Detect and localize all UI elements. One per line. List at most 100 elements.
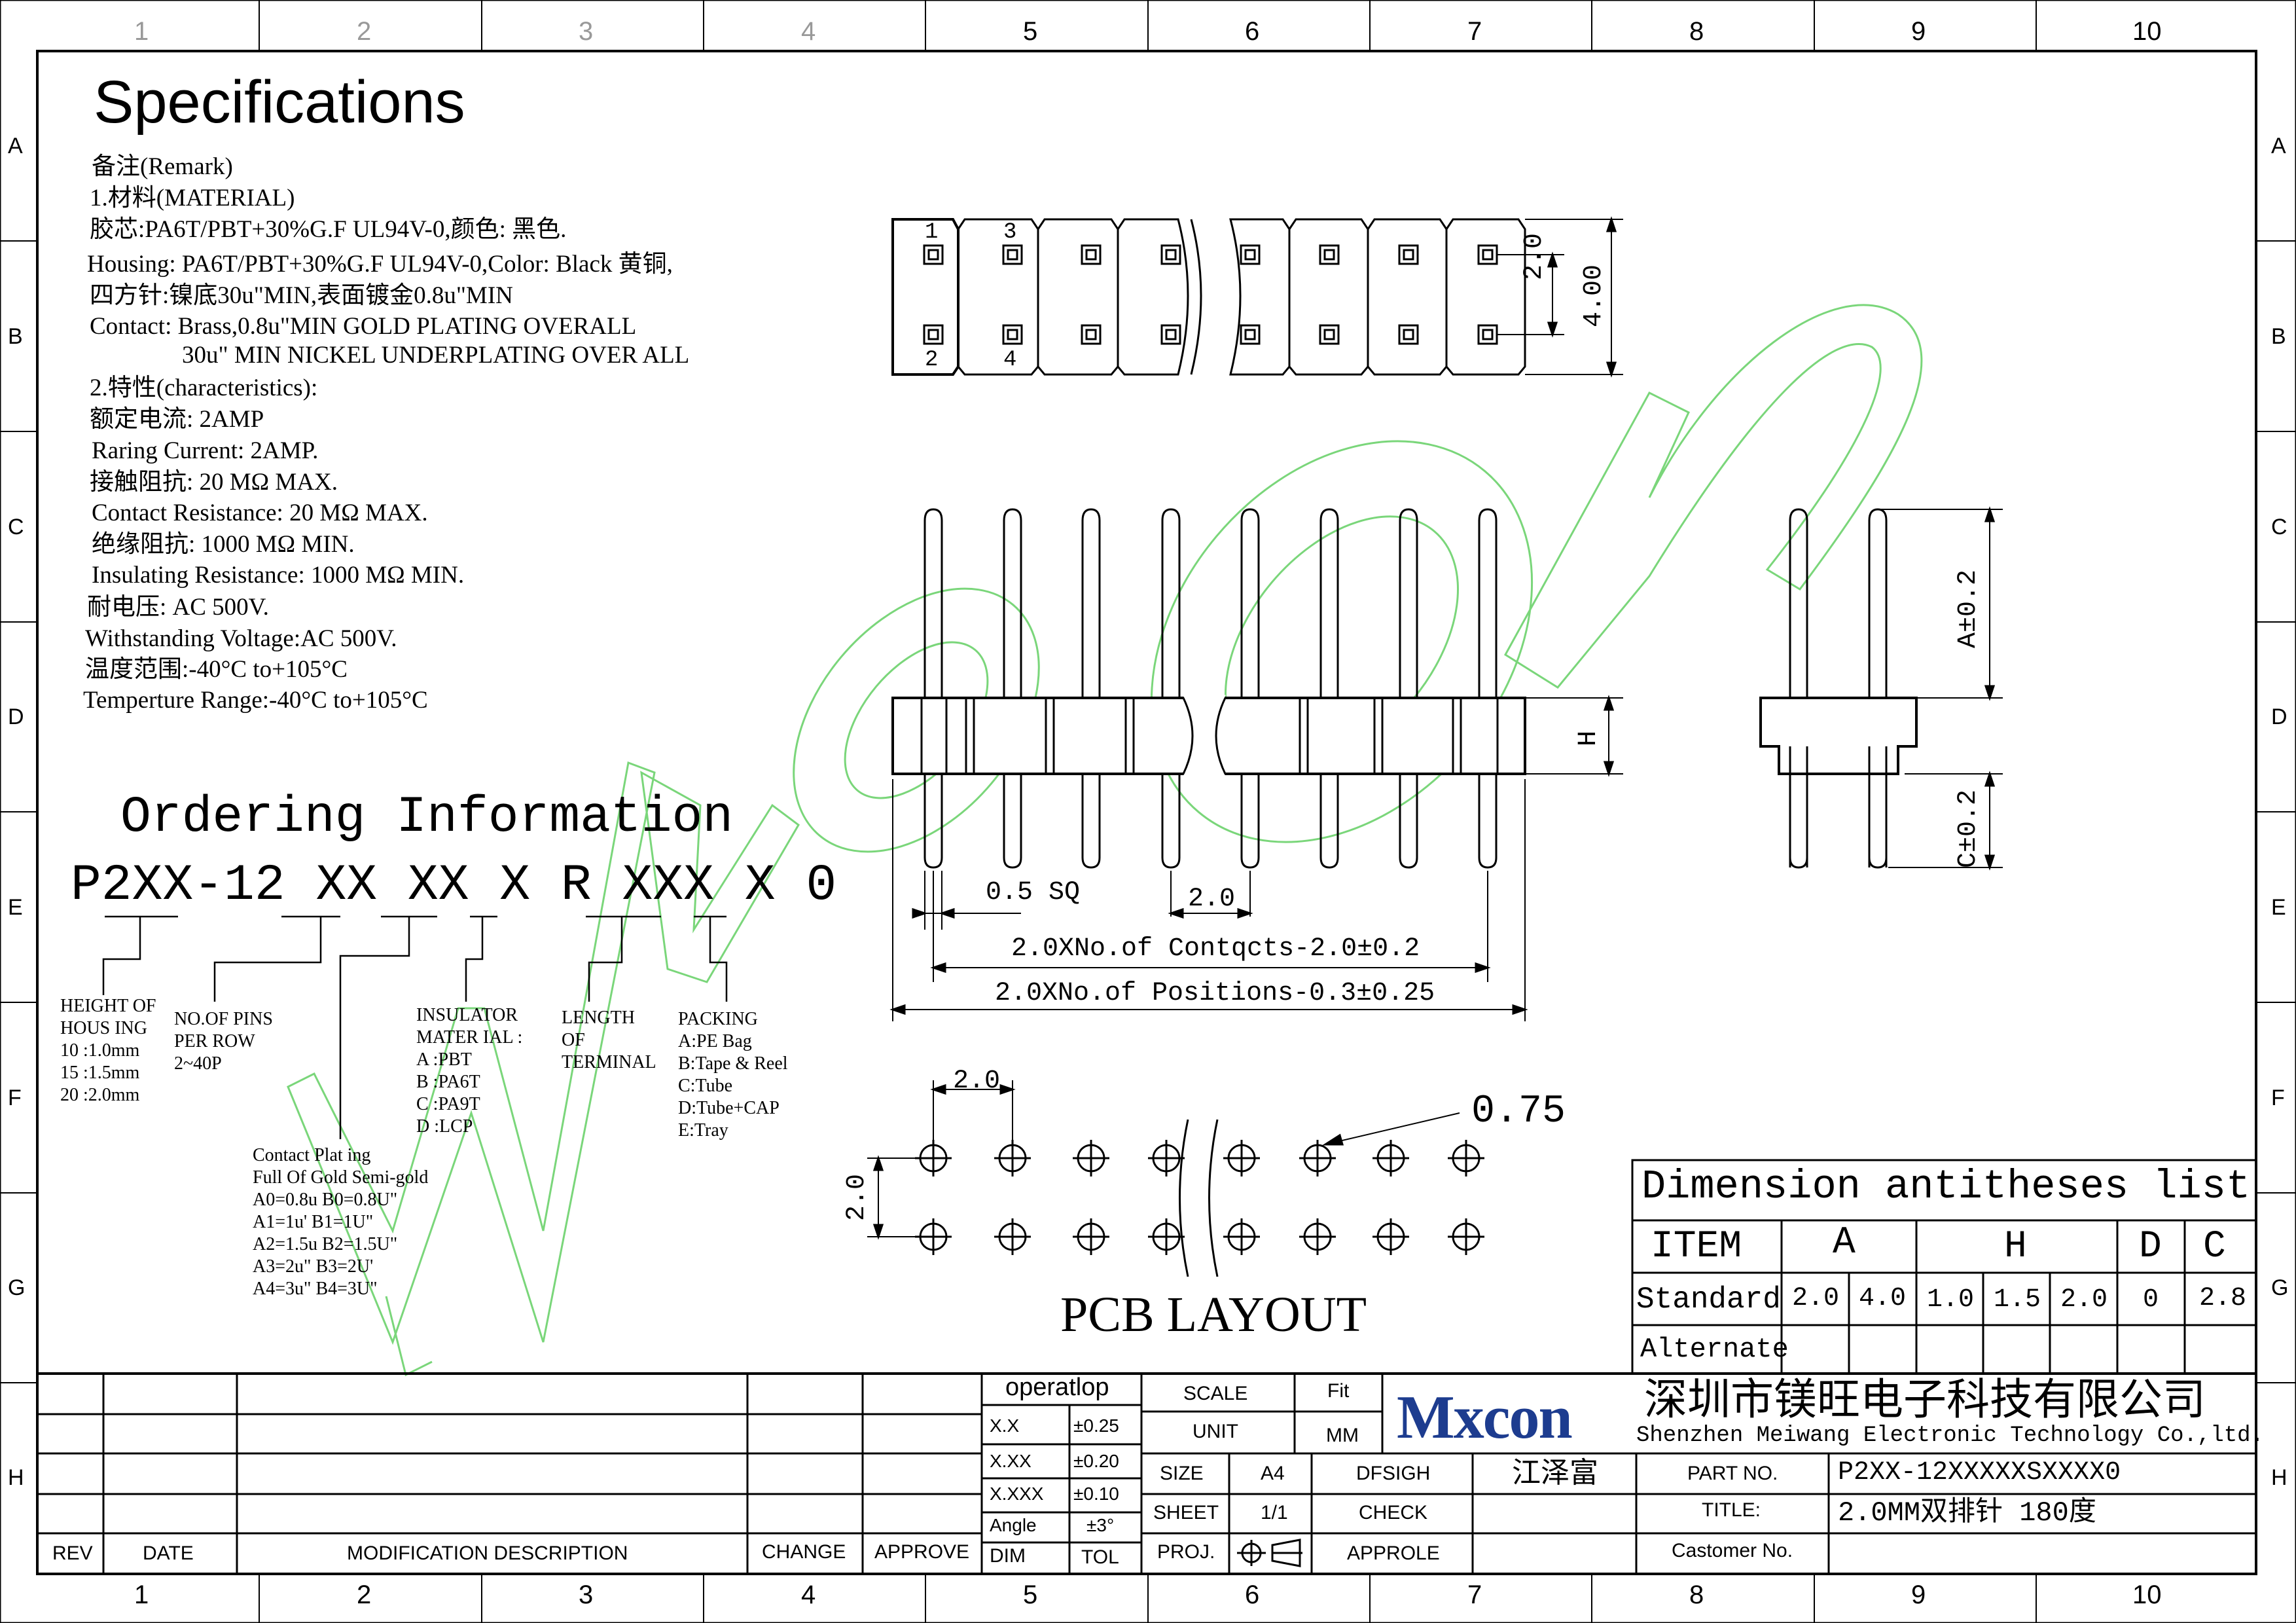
pin-number: 1: [925, 220, 939, 245]
col-number: 8: [1689, 1580, 1704, 1609]
row-label: Standard: [1636, 1283, 1781, 1317]
spec-line: 1.材料(MATERIAL): [90, 185, 295, 211]
row-letter: G: [2271, 1275, 2289, 1300]
legend-line: 15 :1.5mm: [60, 1063, 140, 1083]
legend-line: PER ROW: [174, 1031, 255, 1051]
legend-line: B :PA6T: [416, 1072, 480, 1092]
row-letter: H: [2271, 1465, 2287, 1490]
col-number: 9: [1911, 1580, 1926, 1609]
col-number: 10: [2132, 17, 2162, 46]
legend-line: OF: [562, 1030, 585, 1050]
dim-label: C±0.2: [1954, 789, 1983, 868]
col-number: 7: [1467, 1580, 1482, 1609]
sheet-value: 1/1: [1261, 1502, 1288, 1523]
legend-line: A0=0.8u B0=0.8U": [253, 1190, 398, 1210]
col-number: 6: [1245, 17, 1260, 46]
packing-legend: PACKING A:PE Bag B:Tape & Reel C:Tube D:…: [678, 1008, 788, 1142]
row-letter: B: [2271, 324, 2286, 349]
col-number: 9: [1911, 17, 1926, 46]
table-cell: 0: [2143, 1285, 2159, 1315]
legend-line: D:Tube+CAP: [678, 1098, 780, 1118]
legend-line: LENGTH: [562, 1008, 635, 1028]
company-logo: Mxcon: [1397, 1383, 1573, 1451]
spec-line: 接触阻抗: 20 MΩ MAX.: [90, 469, 338, 496]
legend-line: TERMINAL: [562, 1052, 656, 1072]
legend-line: A1=1u' B1=1U": [253, 1212, 374, 1232]
legend-line: HEIGHT OF: [60, 996, 156, 1016]
row-letter: G: [8, 1275, 26, 1300]
rev-header: REV: [52, 1542, 93, 1564]
title-label: TITLE:: [1702, 1499, 1761, 1521]
unit-label: UNIT: [1193, 1421, 1238, 1442]
col-number: 3: [579, 1580, 594, 1609]
modification-header: MODIFICATION DESCRIPTION: [347, 1542, 628, 1564]
row-letter: F: [8, 1085, 22, 1110]
col-number: 8: [1689, 17, 1704, 46]
front-view: [889, 508, 1623, 1021]
spec-line: 温度范围:-40°C to+105°C: [85, 656, 348, 683]
sheet-label: SHEET: [1153, 1502, 1219, 1523]
legend-line: HOUS ING: [60, 1018, 147, 1038]
legend-line: NO.OF PINS: [174, 1009, 273, 1029]
ordering-leaders: [102, 915, 728, 1139]
legend-line: Full Of Gold Semi-gold: [253, 1167, 429, 1188]
col-number: 1: [134, 17, 149, 46]
legend-line: 2~40P: [174, 1053, 222, 1074]
col-number: 7: [1467, 17, 1482, 46]
title-value: 2.0MM双排针 180度: [1838, 1497, 2096, 1529]
company-name-en: Shenzhen Meiwang Electronic Technology C…: [1636, 1423, 2264, 1448]
row-letter: D: [8, 704, 24, 729]
pcb-layout: [867, 1080, 1484, 1277]
legend-line: MATER IAL :: [416, 1027, 523, 1048]
dim-label: 2.0: [1520, 232, 1549, 280]
dim-label: 4.00: [1579, 264, 1609, 327]
side-view: [1759, 506, 2003, 871]
row-letter: F: [2271, 1085, 2285, 1110]
spec-line: Housing: PA6T/PBT+30%G.F UL94V-0,Color: …: [87, 251, 673, 278]
row-letter: C: [8, 515, 24, 539]
tolerance-value: ±0.25: [1073, 1415, 1119, 1436]
legend-line: E:Tray: [678, 1120, 728, 1140]
proj-label: PROJ.: [1157, 1541, 1215, 1563]
col-number: 5: [1023, 17, 1038, 46]
pin-number: 2: [925, 348, 939, 373]
approve-header: APPROVE: [874, 1541, 970, 1563]
operatlop-label: operatlop: [1005, 1374, 1109, 1401]
col-number: 4: [801, 1580, 816, 1609]
dim-label: 2.0: [953, 1067, 1001, 1096]
dim-label: A±0.2: [1954, 569, 1983, 648]
col-number: 10: [2132, 1580, 2162, 1609]
dim-header: DIM: [990, 1545, 1026, 1567]
table-cell: 2.8: [2199, 1284, 2247, 1313]
housing-height-legend: HEIGHT OF HOUS ING 10 :1.0mm 15 :1.5mm 2…: [60, 995, 156, 1106]
top-view: [891, 216, 1623, 378]
dim-label: H: [1574, 730, 1604, 746]
spec-line: Raring Current: 2AMP.: [92, 437, 319, 464]
pcb-layout-title: PCB LAYOUT: [1060, 1287, 1367, 1342]
col-number: 6: [1245, 1580, 1260, 1609]
table-header: C: [2203, 1226, 2226, 1268]
row-letter: E: [8, 895, 23, 920]
pin-number: 4: [1003, 348, 1017, 373]
legend-line: A4=3u" B4=3U": [253, 1279, 378, 1299]
dim-label: 0.75: [1471, 1089, 1566, 1134]
legend-line: A3=2u" B3=2U': [253, 1256, 374, 1277]
scale-value: Fit: [1327, 1380, 1350, 1402]
spec-line: Withstanding Voltage:AC 500V.: [85, 625, 397, 652]
tolerance-value: ±3°: [1086, 1515, 1115, 1535]
size-value: A4: [1261, 1463, 1285, 1484]
spec-line: 绝缘阻抗: 1000 MΩ MIN.: [92, 531, 355, 558]
dim-label: 2.0: [842, 1173, 872, 1221]
tol-header: TOL: [1081, 1546, 1119, 1568]
legend-line: B:Tape & Reel: [678, 1053, 788, 1074]
tolerance-format: X.XX: [990, 1451, 1031, 1471]
tolerance-format: X.XXX: [990, 1484, 1044, 1504]
table-header: H: [2004, 1226, 2027, 1268]
legend-line: D :LCP: [416, 1116, 473, 1137]
dim-label: 2.0XNo.of Positions-0.3±0.25: [995, 979, 1435, 1008]
customer-label: Castomer No.: [1672, 1540, 1793, 1561]
spec-line: 备注(Remark): [92, 153, 233, 180]
length-legend: LENGTH OF TERMINAL: [562, 1007, 656, 1074]
table-header: D: [2139, 1226, 2162, 1268]
col-number: 2: [357, 17, 372, 46]
